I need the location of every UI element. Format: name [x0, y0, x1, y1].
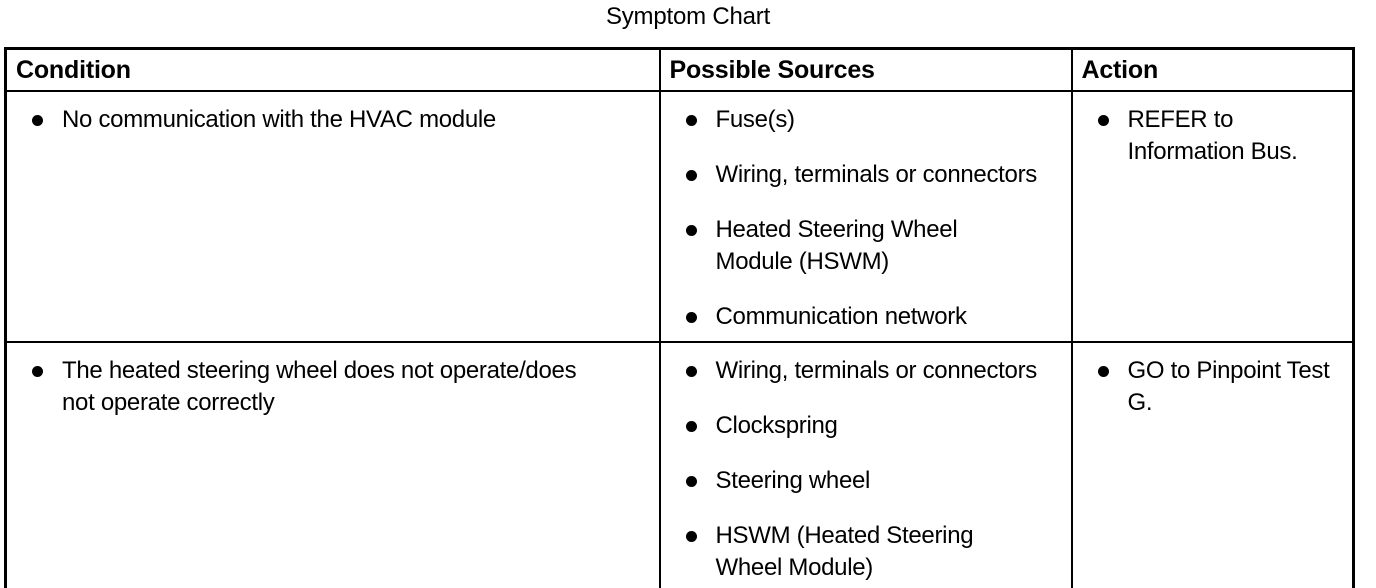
bullet-icon [685, 312, 697, 323]
bullet-icon [685, 115, 697, 126]
action-cell: GO to Pinpoint Test G. [1070, 341, 1355, 588]
bullet-icon [685, 170, 697, 181]
bullet-icon [685, 531, 697, 542]
condition-text: No communication with the HVAC module [62, 106, 496, 133]
sources-list: Wiring, terminals or connectors Clockspr… [685, 355, 1067, 584]
possible-sources-cell: Wiring, terminals or connectors Clockspr… [658, 341, 1073, 588]
column-header-possible-sources: Possible Sources [658, 47, 1073, 92]
bullet-icon [32, 115, 43, 126]
source-text: Heated Steering Wheel Module (HSWM) [715, 216, 958, 275]
action-cell: REFER to Information Bus. [1070, 90, 1355, 343]
action-list: REFER to Information Bus. [1097, 104, 1349, 168]
source-text: Wiring, terminals or connectors [715, 357, 1038, 384]
condition-list: The heated steering wheel does not opera… [32, 355, 655, 419]
source-text: Communication network [715, 303, 967, 330]
condition-list: No communication with the HVAC module [32, 104, 655, 136]
source-text: Fuse(s) [715, 106, 796, 133]
list-item: Heated Steering Wheel Module (HSWM) [685, 214, 1067, 278]
bullet-icon [1097, 366, 1109, 377]
source-text: HSWM (Heated Steering Wheel Module) [715, 522, 974, 581]
list-item: No communication with the HVAC module [32, 104, 655, 136]
condition-cell: No communication with the HVAC module [4, 90, 661, 343]
page-title: Symptom Chart [605, 3, 771, 30]
condition-cell: The heated steering wheel does not opera… [4, 341, 661, 588]
bullet-icon [1097, 115, 1109, 126]
bullet-icon [685, 366, 697, 377]
list-item: Wiring, terminals or connectors [685, 355, 1067, 387]
source-text: Wiring, terminals or connectors [715, 161, 1038, 188]
column-header-action: Action [1070, 47, 1355, 92]
list-item: Steering wheel [685, 465, 1067, 497]
list-item: Fuse(s) [685, 104, 1067, 136]
list-item: Wiring, terminals or connectors [685, 159, 1067, 191]
list-item: REFER to Information Bus. [1097, 104, 1349, 168]
condition-text: The heated steering wheel does not opera… [62, 357, 577, 416]
action-text: REFER to Information Bus. [1127, 106, 1298, 165]
possible-sources-cell: Fuse(s) Wiring, terminals or connectors … [658, 90, 1073, 343]
bullet-icon [685, 476, 697, 487]
bullet-icon [32, 366, 43, 377]
table-row: The heated steering wheel does not opera… [4, 341, 1355, 588]
action-list: GO to Pinpoint Test G. [1097, 355, 1349, 419]
source-text: Clockspring [715, 412, 838, 439]
bullet-icon [685, 225, 697, 236]
bullet-icon [685, 421, 697, 432]
table-row: No communication with the HVAC module Fu… [4, 90, 1355, 343]
sources-list: Fuse(s) Wiring, terminals or connectors … [685, 104, 1067, 333]
list-item: Communication network [685, 301, 1067, 333]
list-item: GO to Pinpoint Test G. [1097, 355, 1349, 419]
symptom-table: Condition Possible Sources Action No com… [4, 47, 1355, 588]
list-item: Clockspring [685, 410, 1067, 442]
action-text: GO to Pinpoint Test G. [1127, 357, 1330, 416]
column-header-condition: Condition [4, 47, 661, 92]
list-item: HSWM (Heated Steering Wheel Module) [685, 520, 1067, 584]
source-text: Steering wheel [715, 467, 871, 494]
list-item: The heated steering wheel does not opera… [32, 355, 655, 419]
header-row: Condition Possible Sources Action [4, 47, 1355, 92]
